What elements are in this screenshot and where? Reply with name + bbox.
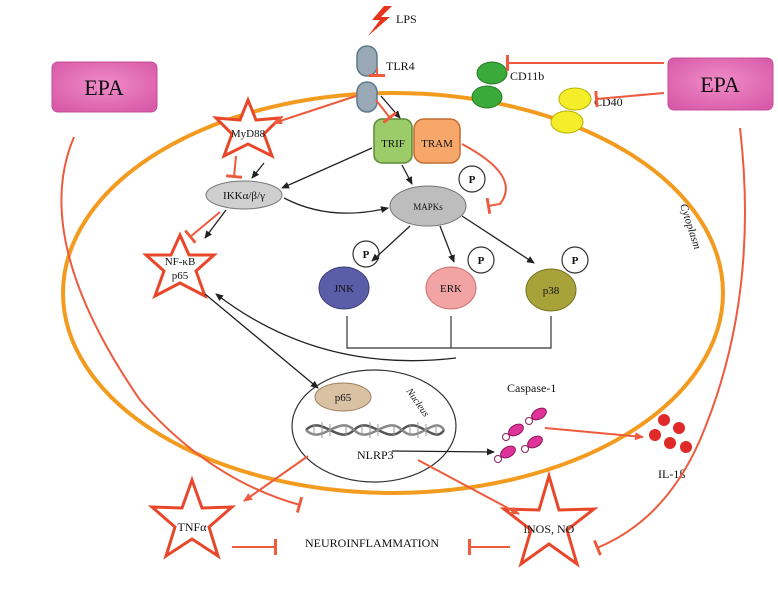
nlrp3-label: NLRP3	[357, 448, 394, 462]
il1b-cluster	[649, 414, 692, 453]
p38-phospho-label: P	[572, 255, 579, 267]
neuroinflammation-label: NEUROINFLAMMATION	[305, 536, 439, 550]
tnfa-star	[147, 475, 237, 560]
epa-box-left	[51, 61, 158, 113]
p38-node	[525, 268, 577, 312]
cd11b-receptor	[471, 61, 508, 109]
tram-box	[413, 118, 461, 164]
epa-label-right: EPA	[700, 72, 740, 97]
erk-label: ERK	[440, 283, 462, 295]
jnk-node	[318, 266, 370, 310]
nfkb-star	[142, 231, 218, 300]
myd88-star	[212, 95, 284, 160]
inos-star	[499, 470, 599, 568]
il1b-label: IL-1ß	[658, 467, 685, 481]
nfkb-label-line2: p65	[172, 270, 189, 282]
tlr4-receptor	[356, 45, 378, 113]
cd11b-label: CD11b	[510, 69, 544, 83]
erk-phospho-circle	[467, 246, 495, 274]
tlr4-label: TLR4	[386, 59, 415, 73]
tram-label: TRAM	[421, 138, 453, 150]
mapks-phospho-circle	[458, 165, 486, 193]
mapks-node	[389, 185, 467, 227]
inhibition-lines	[60, 55, 746, 556]
p65-label: p65	[335, 392, 352, 404]
mapks-phospho-label: P	[469, 174, 476, 186]
p38-label: p38	[543, 285, 560, 297]
promotion-arrows	[243, 95, 644, 515]
inos-label: iNOS, NO	[524, 522, 575, 536]
erk-phospho-label: P	[478, 255, 485, 267]
mapks-label: MAPKs	[413, 202, 443, 212]
caspase-molecules	[494, 407, 547, 463]
epa-label-left: EPA	[84, 75, 124, 100]
lps-label: LPS	[396, 12, 417, 26]
cell-membrane	[61, 91, 725, 495]
erk-node	[425, 266, 477, 310]
myd88-label: MyD88	[231, 128, 266, 140]
mapk-bracket	[346, 316, 552, 349]
tnfa-label: TNFα	[178, 520, 208, 534]
jnk-phospho-label: P	[363, 249, 370, 261]
p38-phospho-circle	[561, 246, 589, 274]
lightning-icon	[368, 6, 392, 36]
ikk-node	[205, 180, 283, 210]
trif-label: TRIF	[381, 138, 405, 150]
p65-node	[314, 382, 372, 412]
ikk-label: IKKα/β/γ	[223, 190, 265, 202]
nfkb-label-line1: NF-κB	[165, 256, 196, 268]
dna-helix-icon	[305, 422, 446, 438]
jnk-label: JNK	[334, 283, 354, 295]
cd40-receptor	[550, 87, 592, 134]
caspase-label: Caspase-1	[507, 381, 556, 395]
epa-box-right	[667, 57, 774, 111]
cytoplasm-label: Cytoplasm	[677, 202, 703, 251]
